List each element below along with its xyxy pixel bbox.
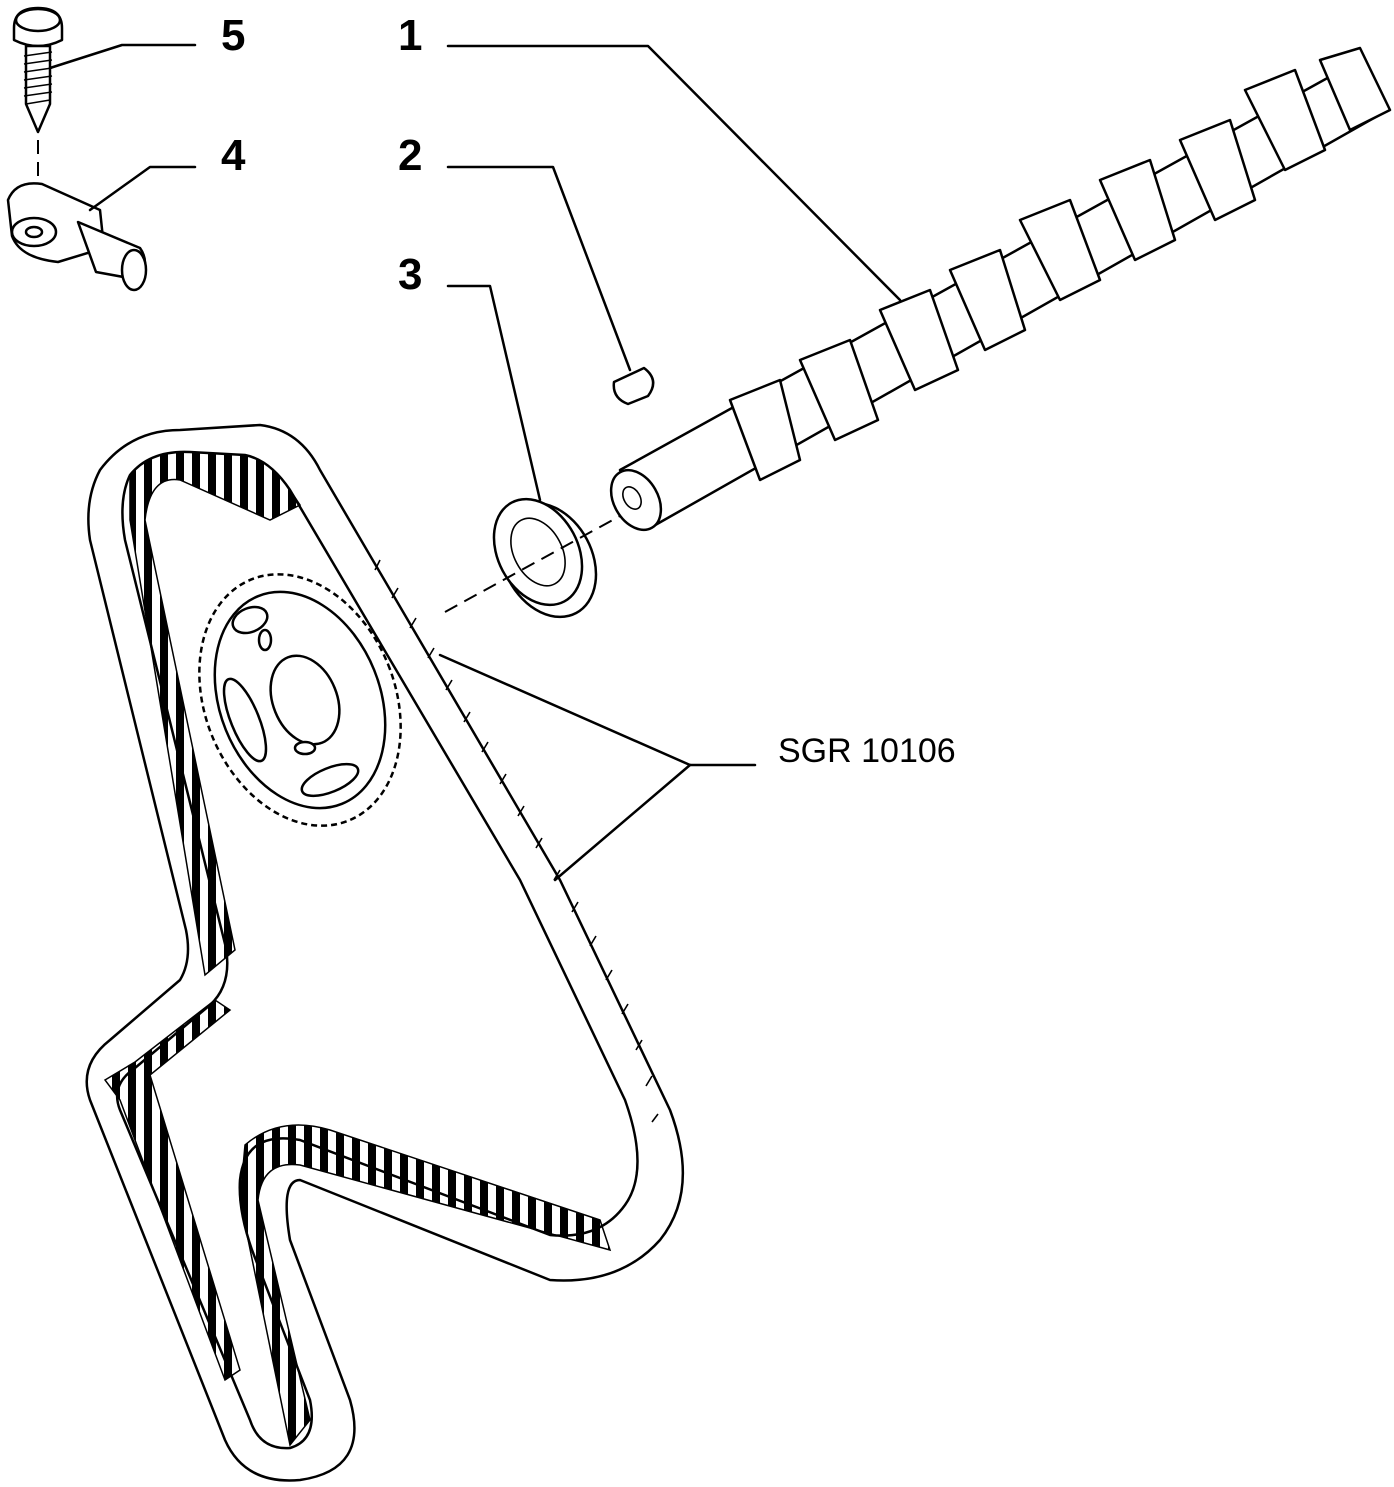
timing-belt-part (85, 423, 685, 1482)
camshaft-part (609, 46, 1392, 532)
sensor-part (6, 182, 148, 292)
leader-line-belt-b (553, 763, 692, 882)
callout-2: 2 (398, 131, 423, 180)
camshaft-pulley-part (198, 573, 402, 827)
key-part (612, 366, 655, 406)
leader-line-5 (48, 43, 197, 70)
leader-lines (48, 43, 902, 882)
callout-4: 4 (221, 131, 246, 180)
oil-seal-part (492, 497, 598, 619)
belt-part-code-label: SGR 10106 (778, 732, 956, 770)
leader-line-2 (446, 165, 632, 372)
leader-line-3 (446, 284, 542, 502)
leader-line-belt-a (438, 653, 757, 767)
leader-line-4 (88, 165, 197, 212)
callout-3: 3 (398, 250, 423, 299)
leader-line-1 (446, 44, 902, 302)
screw-part (12, 6, 64, 134)
callout-5: 5 (221, 11, 246, 60)
callout-1: 1 (398, 11, 423, 60)
seal-axis-line (444, 504, 641, 613)
